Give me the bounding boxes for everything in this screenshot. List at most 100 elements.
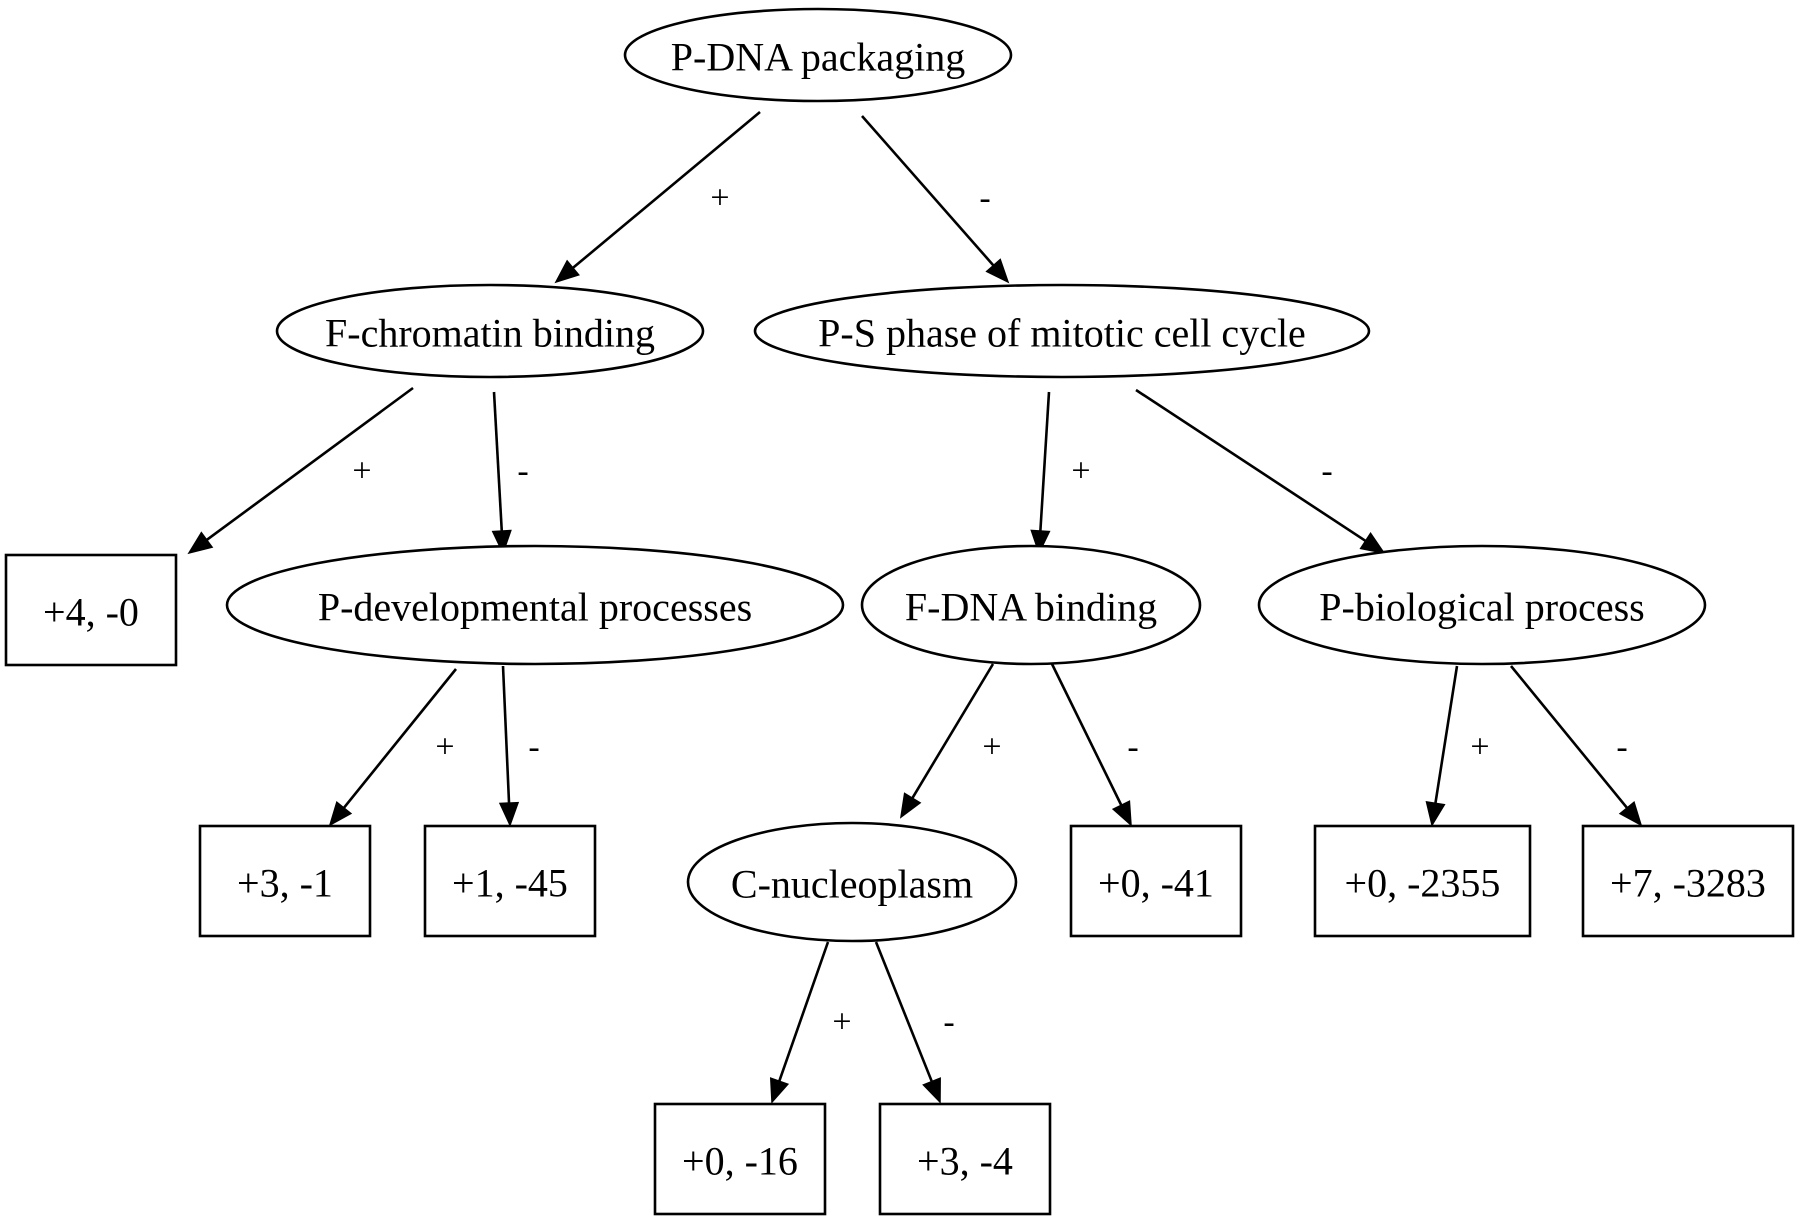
node-label: F-DNA binding bbox=[905, 585, 1157, 630]
leaf-box-shape bbox=[4, 553, 178, 667]
node-ellipse-n_root: P-DNA packaging bbox=[623, 7, 1013, 103]
edge-label: - bbox=[1616, 729, 1627, 766]
arrowhead bbox=[1618, 800, 1643, 827]
node-label: P-biological process bbox=[1319, 585, 1645, 630]
edge-label: + bbox=[832, 1004, 851, 1041]
arrowhead bbox=[1111, 800, 1132, 827]
edge-n_sphase-to-n_fdna: + bbox=[1030, 391, 1091, 555]
node-label: +0, -41 bbox=[1098, 861, 1214, 906]
edge-label: - bbox=[979, 180, 990, 217]
node-ellipse-shape bbox=[686, 821, 1018, 943]
node-ellipse-shape bbox=[753, 283, 1371, 379]
node-label: +0, -2355 bbox=[1345, 861, 1501, 906]
arrowhead bbox=[922, 1077, 941, 1104]
arrowhead bbox=[985, 258, 1010, 284]
edge-line bbox=[205, 386, 414, 541]
edge-n_pbio-to-n_leaf_73283: - bbox=[1509, 665, 1643, 827]
edge-n_root-to-n_sphase: - bbox=[861, 115, 1010, 284]
edge-n_fdna-to-n_cnuc: + bbox=[899, 663, 1002, 819]
node-label: +3, -4 bbox=[917, 1139, 1013, 1184]
edge-label: + bbox=[710, 180, 729, 217]
edge-line bbox=[1050, 663, 1123, 806]
node-label: +1, -45 bbox=[452, 861, 568, 906]
edge-line bbox=[1434, 665, 1459, 804]
node-label: +7, -3283 bbox=[1610, 861, 1766, 906]
node-label: P-developmental processes bbox=[318, 585, 752, 630]
edge-line bbox=[572, 111, 761, 269]
edge-n_fchrom-to-n_leaf_40: + bbox=[187, 386, 414, 555]
arrowhead bbox=[498, 801, 520, 827]
leaf-box-shape bbox=[653, 1102, 827, 1216]
edge-line bbox=[342, 668, 458, 809]
arrowhead bbox=[1425, 800, 1446, 827]
edge-n_cnuc-to-n_leaf_016: + bbox=[769, 941, 852, 1104]
leaf-box-shape bbox=[198, 824, 372, 938]
leaf-box-n_leaf_40: +4, -0 bbox=[4, 553, 178, 667]
edge-line bbox=[492, 391, 504, 532]
node-ellipse-shape bbox=[275, 283, 705, 379]
arrowhead bbox=[899, 792, 922, 819]
leaf-box-n_leaf_73283: +7, -3283 bbox=[1581, 824, 1795, 938]
edges-layer: + - + - + - + - + - + - + - bbox=[187, 111, 1643, 1104]
edge-line bbox=[861, 115, 995, 267]
node-ellipse-shape bbox=[1257, 544, 1707, 666]
edge-label: + bbox=[352, 453, 371, 490]
edge-n_fdna-to-n_leaf_041: - bbox=[1050, 663, 1139, 827]
edge-label: - bbox=[943, 1004, 954, 1041]
node-ellipse-n_pdev: P-developmental processes bbox=[225, 544, 845, 666]
arrowhead bbox=[491, 529, 512, 555]
node-label: +3, -1 bbox=[237, 861, 333, 906]
edge-line bbox=[778, 941, 830, 1082]
leaf-box-n_leaf_02355: +0, -2355 bbox=[1313, 824, 1532, 938]
node-label: +4, -0 bbox=[43, 590, 139, 635]
edge-n_fchrom-to-n_pdev: - bbox=[491, 391, 529, 555]
edge-label: - bbox=[1321, 453, 1332, 490]
edge-label: - bbox=[1127, 729, 1138, 766]
edge-n_pdev-to-n_leaf_31: + bbox=[328, 668, 458, 827]
node-label: P-DNA packaging bbox=[671, 35, 965, 80]
node-label: F-chromatin binding bbox=[325, 311, 655, 356]
leaf-box-n_leaf_145: +1, -45 bbox=[423, 824, 597, 938]
node-ellipse-shape bbox=[860, 544, 1202, 666]
leaf-box-n_leaf_016: +0, -16 bbox=[653, 1102, 827, 1216]
edge-line bbox=[874, 941, 934, 1083]
arrowhead bbox=[769, 1077, 790, 1104]
node-ellipse-n_sphase: P-S phase of mitotic cell cycle bbox=[753, 283, 1371, 379]
leaf-box-n_leaf_34: +3, -4 bbox=[878, 1102, 1052, 1216]
edge-line bbox=[1039, 391, 1051, 532]
node-label: C-nucleoplasm bbox=[731, 862, 973, 907]
edge-n_root-to-n_fchrom: + bbox=[554, 111, 761, 284]
leaf-box-shape bbox=[1313, 824, 1532, 938]
edge-n_cnuc-to-n_leaf_34: - bbox=[874, 941, 955, 1104]
leaf-box-n_leaf_041: +0, -41 bbox=[1069, 824, 1243, 938]
leaf-box-shape bbox=[423, 824, 597, 938]
node-ellipse-n_pbio: P-biological process bbox=[1257, 544, 1707, 666]
leaf-box-shape bbox=[1069, 824, 1243, 938]
edge-line bbox=[1509, 665, 1629, 809]
edge-label: + bbox=[982, 729, 1001, 766]
edge-n_pbio-to-n_leaf_02355: + bbox=[1425, 665, 1490, 827]
leaf-box-shape bbox=[878, 1102, 1052, 1216]
node-ellipse-shape bbox=[225, 544, 845, 666]
node-ellipse-n_fdna: F-DNA binding bbox=[860, 544, 1202, 666]
edge-label: - bbox=[517, 453, 528, 490]
edge-n_pdev-to-n_leaf_145: - bbox=[498, 665, 540, 827]
edge-n_sphase-to-n_pbio: - bbox=[1135, 388, 1386, 555]
edge-label: + bbox=[1470, 729, 1489, 766]
node-ellipse-n_cnuc: C-nucleoplasm bbox=[686, 821, 1018, 943]
leaf-box-shape bbox=[1581, 824, 1795, 938]
arrowhead bbox=[187, 531, 214, 555]
node-ellipse-shape bbox=[623, 7, 1013, 103]
edge-label: + bbox=[1071, 453, 1090, 490]
node-ellipse-n_fchrom: F-chromatin binding bbox=[275, 283, 705, 379]
arrowhead bbox=[1030, 529, 1051, 555]
arrowhead bbox=[554, 259, 580, 284]
node-label: P-S phase of mitotic cell cycle bbox=[818, 311, 1306, 356]
leaf-box-n_leaf_31: +3, -1 bbox=[198, 824, 372, 938]
edge-line bbox=[911, 663, 995, 799]
edge-line bbox=[1135, 388, 1367, 543]
edge-label: + bbox=[435, 729, 454, 766]
arrowhead bbox=[1359, 532, 1386, 555]
